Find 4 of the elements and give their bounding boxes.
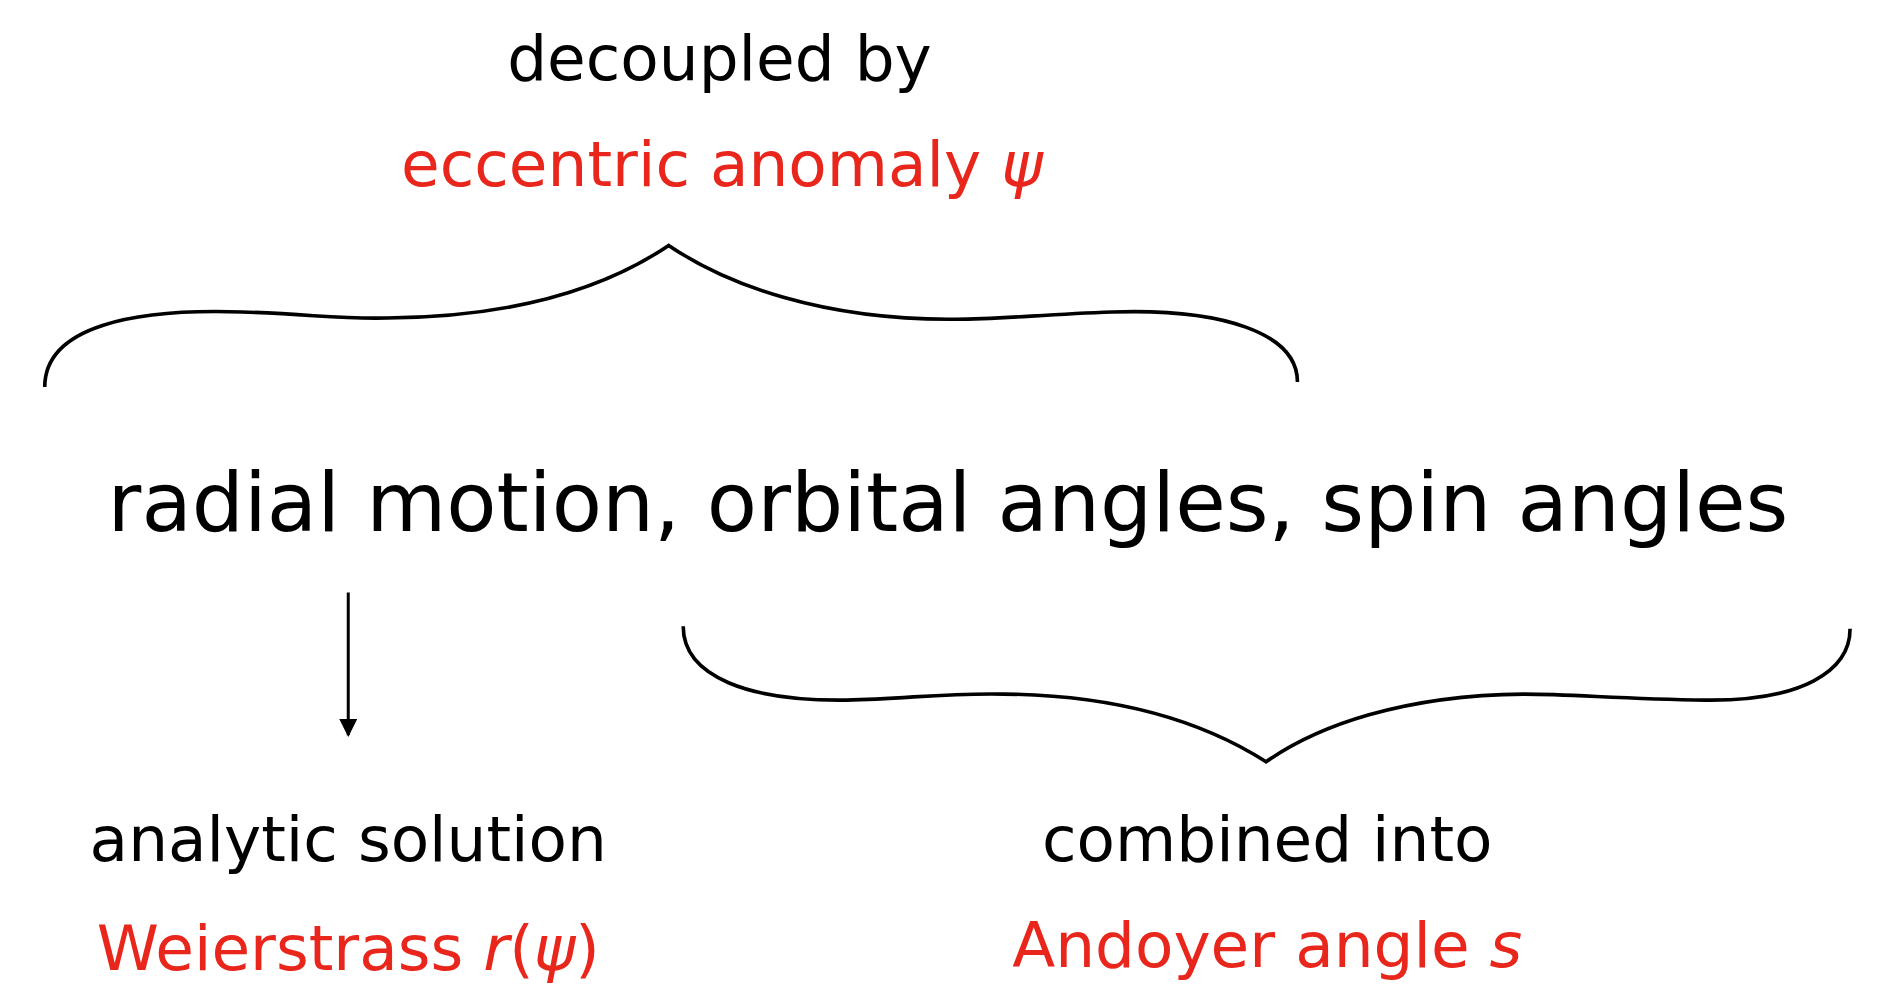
math-term: Andoyer angle s <box>1012 914 1523 978</box>
arrow <box>339 592 358 737</box>
annotation-text: combined into <box>1041 807 1493 871</box>
topic-text: radial motion, <box>107 461 681 545</box>
